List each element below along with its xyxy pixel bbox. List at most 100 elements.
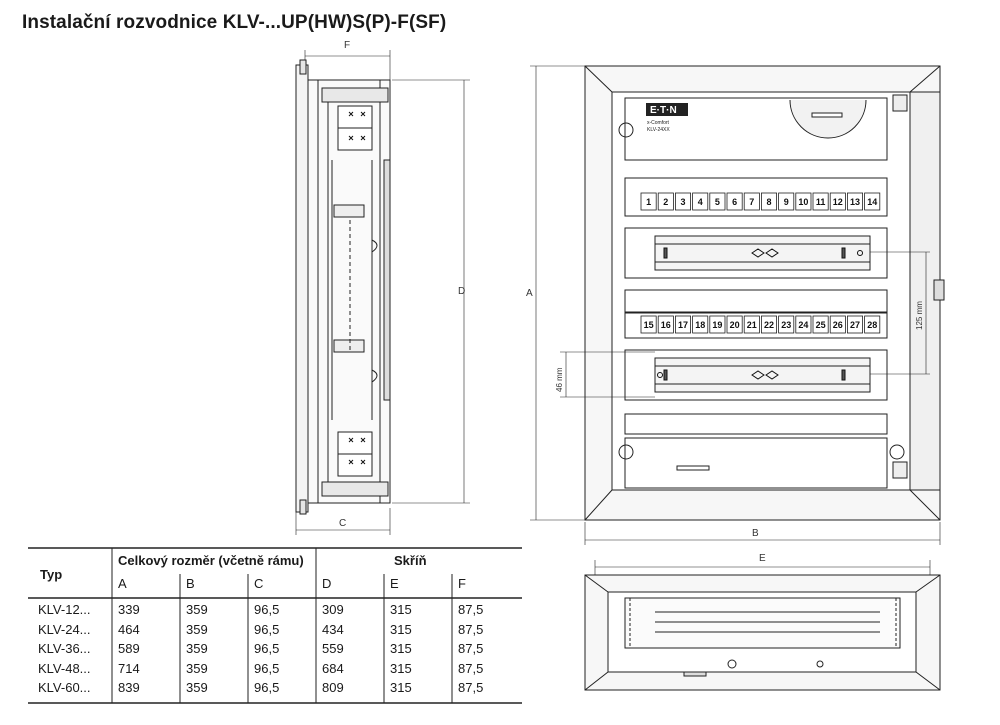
terminal-number: 13: [850, 197, 860, 207]
brand-logo-box: [646, 103, 688, 116]
table-cell-a: 714: [118, 660, 140, 676]
spec-table-lines: [28, 547, 522, 704]
terminal-number: 19: [712, 320, 722, 330]
table-cell-c: 96,5: [254, 621, 280, 637]
table-cell-a: 839: [118, 680, 140, 695]
terminal-box: [847, 192, 864, 211]
terminal-box: [847, 315, 864, 334]
table-cell-c: 96,5: [254, 602, 280, 617]
terminal-number: 5: [715, 197, 720, 207]
terminal-box: [743, 192, 760, 211]
table-cell-e: 315: [390, 641, 412, 656]
dim-label-46mm: 46 mm: [555, 367, 564, 392]
terminal-number: 11: [816, 197, 826, 207]
sub-header-c: C: [254, 576, 264, 591]
terminal-box: [726, 192, 743, 211]
sub-header-f: F: [458, 576, 466, 591]
table-cell-e: 315: [390, 660, 412, 676]
terminal-number: 1: [646, 197, 651, 207]
table-cell-typ: KLV-48...: [38, 660, 91, 676]
terminal-box: [640, 315, 657, 334]
table-cell-c: 96,5: [254, 680, 280, 695]
table-cell-d: 684: [322, 660, 344, 676]
terminal-box: [795, 192, 812, 211]
table-cell-a: 339: [118, 602, 140, 617]
terminal-number: 9: [784, 197, 789, 207]
terminal-box: [709, 315, 726, 334]
dim-label-c: C: [339, 518, 346, 529]
table-cell-b: 359: [186, 621, 208, 637]
table-cell-typ: KLV-36...: [38, 641, 91, 656]
terminal-box: [709, 192, 726, 211]
bottom-view: [584, 560, 941, 691]
table-cell-a: 464: [118, 621, 140, 637]
table-cell-d: 559: [322, 641, 344, 656]
terminal-box: [812, 315, 829, 334]
page-title: Instalační rozvodnice KLV-...UP(HW)S(P)-…: [22, 12, 447, 33]
terminal-box: [864, 192, 881, 211]
col-header-typ: Typ: [40, 567, 63, 582]
table-cell-b: 359: [186, 680, 208, 695]
terminal-box: [812, 192, 829, 211]
table-cell-typ: KLV-24...: [38, 621, 91, 637]
terminal-box: [640, 192, 657, 211]
terminal-box: [829, 315, 846, 334]
device-line2: KLV-24XX: [647, 127, 670, 133]
terminal-box: [743, 315, 760, 334]
terminal-number: 6: [732, 197, 737, 207]
dim-label-a: A: [526, 288, 533, 299]
table-cell-a: 589: [118, 641, 140, 656]
table-cell-typ: KLV-60...: [38, 680, 91, 695]
terminal-number: 20: [730, 320, 740, 330]
terminal-number: 4: [698, 197, 703, 207]
table-cell-typ: KLV-12...: [38, 602, 91, 617]
dim-label-d: D: [458, 286, 465, 297]
terminal-number: 15: [644, 320, 654, 330]
table-cell-f: 87,5: [458, 602, 484, 617]
terminal-number: 18: [695, 320, 705, 330]
terminal-box: [761, 315, 778, 334]
table-cell-f: 87,5: [458, 680, 484, 695]
table-cell-f: 87,5: [458, 641, 484, 656]
table-cell-c: 96,5: [254, 660, 280, 676]
terminal-number: 12: [833, 197, 843, 207]
dim-label-b: B: [752, 528, 759, 539]
terminal-box: [675, 192, 692, 211]
terminal-number: 8: [766, 197, 771, 207]
terminal-box: [761, 192, 778, 211]
table-cell-c: 96,5: [254, 641, 280, 656]
table-cell-d: 309: [322, 602, 344, 617]
table-cell-b: 359: [186, 602, 208, 617]
table-cell-f: 87,5: [458, 660, 484, 676]
terminal-box: [778, 192, 795, 211]
terminal-number: 3: [680, 197, 685, 207]
terminal-box: [657, 192, 674, 211]
table-cell-d: 434: [322, 621, 344, 637]
terminal-box: [864, 315, 881, 334]
dim-label-f: F: [344, 40, 350, 51]
sub-header-b: B: [186, 576, 195, 591]
group-header-cabinet: Skříň: [394, 553, 427, 568]
terminal-number: 17: [678, 320, 688, 330]
terminal-number: 26: [833, 320, 843, 330]
terminal-number: 24: [798, 320, 808, 330]
sub-header-d: D: [322, 576, 332, 591]
terminal-box: [675, 315, 692, 334]
terminal-box: [829, 192, 846, 211]
sub-header-e: E: [390, 576, 399, 591]
sub-header-a: A: [118, 576, 127, 591]
table-cell-f: 87,5: [458, 621, 484, 637]
terminal-box: [692, 192, 709, 211]
device-line1: x-Comfort: [647, 120, 670, 126]
terminal-box: [795, 315, 812, 334]
terminal-box: [778, 315, 795, 334]
terminal-box: [692, 315, 709, 334]
group-header-overall: Celkový rozměr (včetně rámu): [118, 553, 304, 568]
terminal-number: 16: [661, 320, 671, 330]
table-cell-e: 315: [390, 680, 412, 695]
table-cell-b: 359: [186, 660, 208, 676]
table-cell-e: 315: [390, 621, 412, 637]
